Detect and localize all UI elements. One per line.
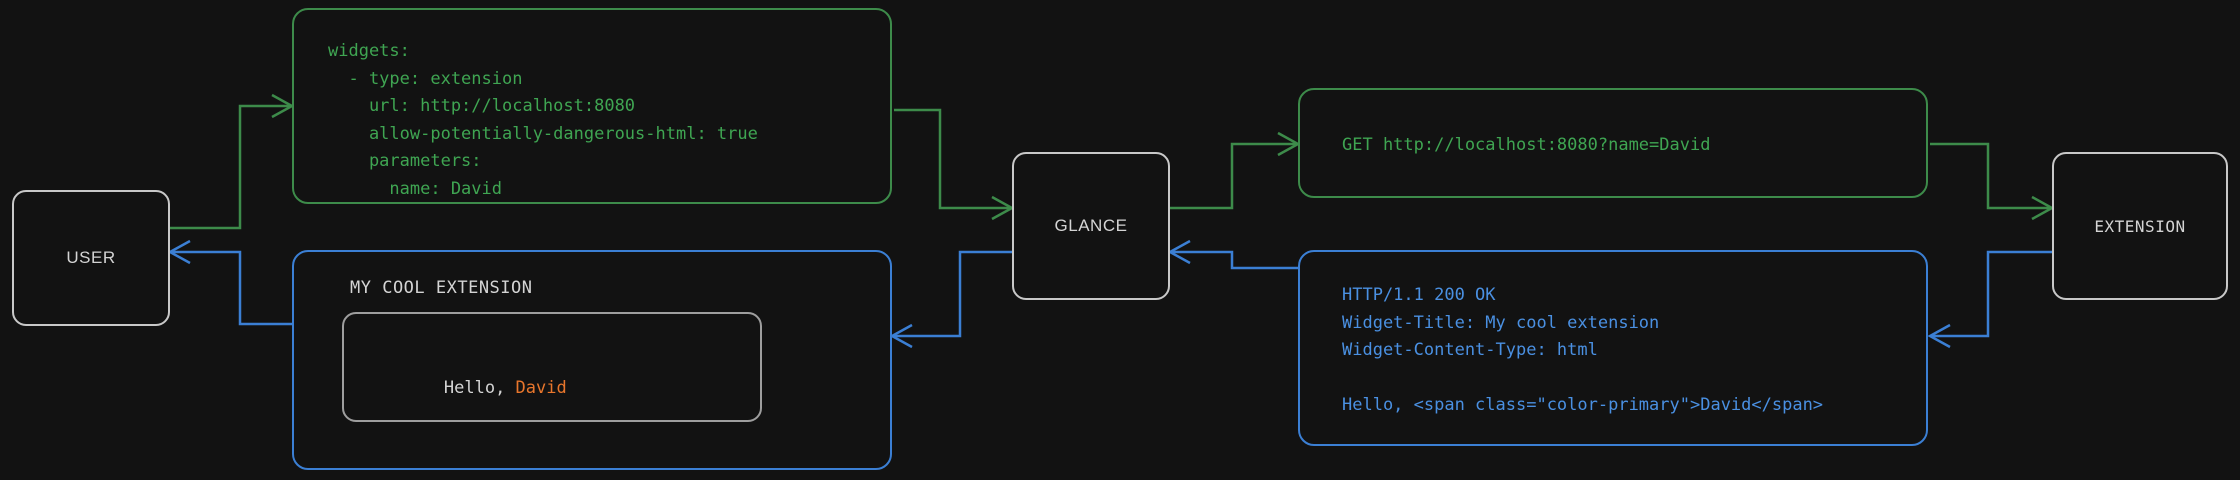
node-extension-label: EXTENSION <box>2094 216 2186 236</box>
node-user-label: USER <box>66 248 116 267</box>
node-user[interactable]: USER <box>12 190 170 326</box>
widget-content-box: Hello, David <box>342 312 762 422</box>
node-glance[interactable]: GLANCE <box>1012 152 1170 300</box>
arrow-request-to-extension <box>1930 142 2055 221</box>
arrow-glance-to-widget <box>889 250 1012 349</box>
panel-yaml-config: widgets: - type: extension url: http://l… <box>292 8 892 204</box>
node-glance-label: GLANCE <box>1054 216 1128 235</box>
panel-rendered-widget: MY COOL EXTENSION Hello, David <box>292 250 892 470</box>
arrow-response-to-glance <box>1167 239 1298 270</box>
widget-greeting-prefix: Hello, <box>443 378 516 398</box>
http-response-code: HTTP/1.1 200 OK Widget-Title: My cool ex… <box>1342 285 1824 416</box>
yaml-config-code: widgets: - type: extension url: http://l… <box>328 41 758 199</box>
widget-title: MY COOL EXTENSION <box>350 278 533 298</box>
widget-greeting-name: David <box>515 378 567 398</box>
arrow-config-to-glance <box>894 108 1015 221</box>
widget-greeting-text: Hello, David <box>362 358 567 418</box>
arrow-widget-to-user <box>167 239 292 326</box>
http-request-code: GET http://localhost:8080?name=David <box>1342 135 1711 155</box>
panel-http-response: HTTP/1.1 200 OK Widget-Title: My cool ex… <box>1298 250 1928 446</box>
panel-http-request: GET http://localhost:8080?name=David <box>1298 88 1928 198</box>
arrow-glance-to-request <box>1170 131 1301 210</box>
arrow-user-to-config <box>170 93 295 230</box>
node-extension[interactable]: EXTENSION <box>2052 152 2228 300</box>
arrow-extension-to-response <box>1927 250 2052 349</box>
